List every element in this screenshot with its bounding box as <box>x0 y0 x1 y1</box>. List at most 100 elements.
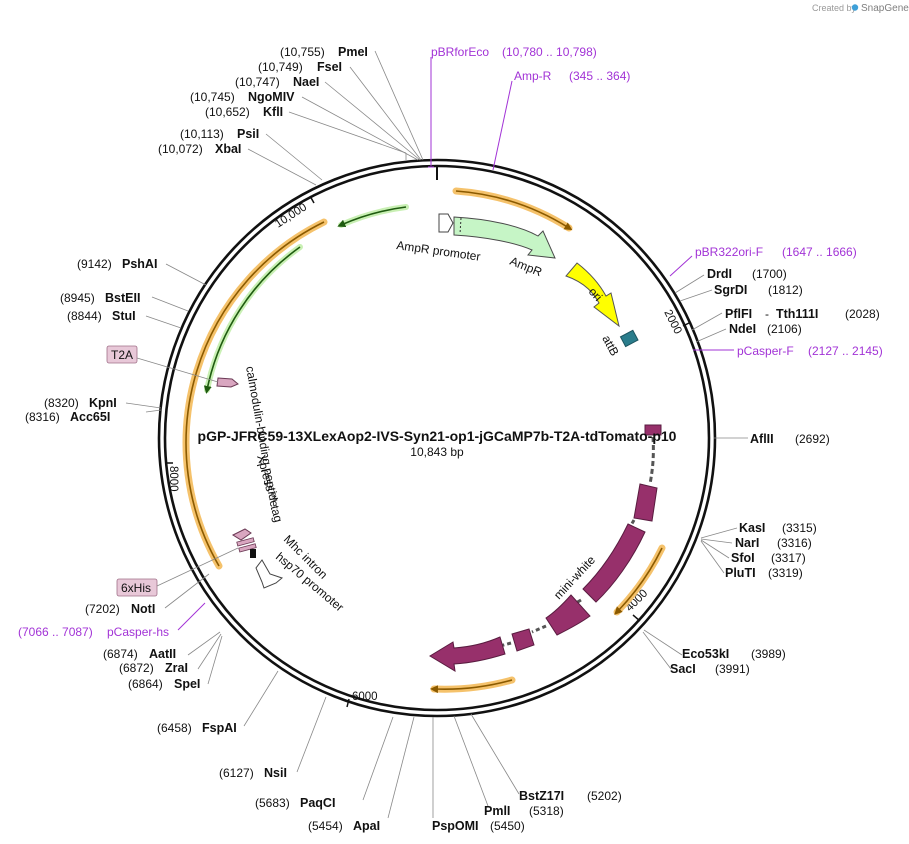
site-sgrdi: SgrDI <box>714 283 747 297</box>
site-ngomiv: NgoMIV <box>248 90 295 104</box>
attb-box <box>619 329 639 348</box>
cbp-feature <box>231 528 252 541</box>
site-kfli: KflI <box>263 105 283 119</box>
site-group-left <box>125 263 207 413</box>
site-kfli-pos: (10,652) <box>205 105 250 119</box>
site-kasi-pos: (3315) <box>782 521 817 535</box>
leader-t2a <box>136 357 219 383</box>
primer-pbrforeco-name: pBRforEco <box>431 45 489 59</box>
site-apai-pos: (5454) <box>308 819 343 833</box>
site-fsei-pos: (10,749) <box>258 60 303 74</box>
orf-arc-left-line <box>185 221 325 567</box>
site-ngomiv-pos: (10,745) <box>190 90 235 104</box>
site-fspai-pos: (6458) <box>157 721 192 735</box>
site-eco53ki-pos: (3989) <box>751 647 786 661</box>
site-nsii-pos: (6127) <box>219 766 254 780</box>
label-xpress-tag: Xpress™ tag <box>254 453 285 524</box>
site-nsii: NsiI <box>264 766 287 780</box>
tick-4000 <box>632 614 641 622</box>
site-kpni-pos: (8320) <box>44 396 79 410</box>
site-apai: ApaI <box>353 819 380 833</box>
site-tth111i-pos: (2028) <box>845 307 880 321</box>
mini-white-intron-2 <box>628 519 636 528</box>
tick-2000 <box>682 321 692 327</box>
mini-white-exon-6 <box>429 636 506 672</box>
primer-pcasper-f-range: (2127 .. 2145) <box>808 344 883 358</box>
leader-6xhis <box>156 547 239 587</box>
site-fspai: FspAI <box>202 721 237 735</box>
site-bsteii-pos: (8945) <box>60 291 95 305</box>
site-ndei: NdeI <box>729 322 756 336</box>
green-arc-left-line <box>203 246 301 394</box>
site-pmli-pos: (5318) <box>529 804 564 818</box>
site-group-top-left <box>247 50 424 186</box>
label-t2a: T2A <box>111 348 133 362</box>
site-drdi: DrdI <box>707 267 732 281</box>
orf-arc-right-line <box>614 547 663 615</box>
site-eco53ki: Eco53kI <box>682 647 729 661</box>
site-pluti-pos: (3319) <box>768 566 803 580</box>
ampr-promoter-arrow <box>438 213 454 233</box>
primer-pbrforeco-range: (10,780 .. 10,798) <box>502 45 597 59</box>
site-zrai: ZraI <box>165 661 188 675</box>
site-stui: StuI <box>112 309 136 323</box>
site-pspomi-pos: (5450) <box>490 819 525 833</box>
primer-amp-r-range: (345 .. 364) <box>569 69 630 83</box>
site-pshai: PshAI <box>122 257 157 271</box>
site-kpni: KpnI <box>89 396 117 410</box>
site-pshai-pos: (9142) <box>77 257 112 271</box>
primer-pbr322ori-f-name: pBR322ori-F <box>695 245 763 259</box>
label-ampr-promoter: AmpR promoter <box>396 238 482 264</box>
mini-white-exon-3 <box>582 523 646 603</box>
primer-pbr322ori-f-range: (1647 .. 1666) <box>782 245 857 259</box>
tick-label-8000: 8000 <box>167 466 179 492</box>
site-spei: SpeI <box>174 677 200 691</box>
his-feature <box>238 543 257 553</box>
mini-white-intron-1 <box>648 436 655 485</box>
t2a-label-box <box>106 345 138 364</box>
site-paqci: PaqCI <box>300 796 335 810</box>
site-noti-pos: (7202) <box>85 602 120 616</box>
plasmid-name: pGP-JFRC59-13XLexAop2-IVS-Syn21-op1-jGCa… <box>198 428 677 444</box>
site-pmli: PmlI <box>484 804 510 818</box>
site-psii: PsiI <box>237 127 259 141</box>
site-kasi: KasI <box>739 521 765 535</box>
site-tth111i: Tth111I <box>776 307 818 321</box>
mini-white-exon-5 <box>511 628 535 652</box>
mini-white-exon-2 <box>633 483 658 522</box>
primer-pcasper-hs-range: (7066 .. 7087) <box>18 625 93 639</box>
snapgene-logo-icon <box>851 4 859 11</box>
site-saci: SacI <box>670 662 696 676</box>
site-dash-separator: - <box>765 307 769 321</box>
site-naei-pos: (10,747) <box>235 75 280 89</box>
plasmid-length: 10,843 bp <box>410 445 464 459</box>
site-zrai-pos: (6872) <box>119 661 154 675</box>
site-pluti: PluTI <box>725 566 756 580</box>
site-sfoi: SfoI <box>731 551 755 565</box>
ori-arrow <box>565 262 620 328</box>
label-6xhis: 6xHis <box>121 581 151 595</box>
site-stui-pos: (8844) <box>67 309 102 323</box>
tick-6000 <box>346 698 350 708</box>
site-aflii: AflII <box>750 432 774 446</box>
tick-label-2000: 2000 <box>661 308 683 336</box>
site-xbai: XbaI <box>215 142 241 156</box>
label-attb: attB <box>599 333 621 358</box>
credit-prefix: Created by <box>812 3 857 13</box>
site-bsteii: BstEII <box>105 291 140 305</box>
site-ndei-pos: (2106) <box>767 322 802 336</box>
primer-pcasper-f-name: pCasper-F <box>737 344 794 358</box>
site-pmei-pos: (10,755) <box>280 45 325 59</box>
site-xbai-pos: (10,072) <box>158 142 203 156</box>
mini-white-exon-1 <box>644 424 662 436</box>
leader-amp-r <box>492 80 513 171</box>
site-pflfi: PflFI <box>725 307 752 321</box>
label-ampr: AmpR <box>508 254 544 280</box>
site-acc65i-pos: (8316) <box>25 410 60 424</box>
tick-label-10000: 10,000 <box>273 201 309 230</box>
leader-pbr322ori-f <box>669 255 693 277</box>
site-aflii-pos: (2692) <box>795 432 830 446</box>
site-sfoi-pos: (3317) <box>771 551 806 565</box>
site-nari-pos: (3316) <box>777 536 812 550</box>
